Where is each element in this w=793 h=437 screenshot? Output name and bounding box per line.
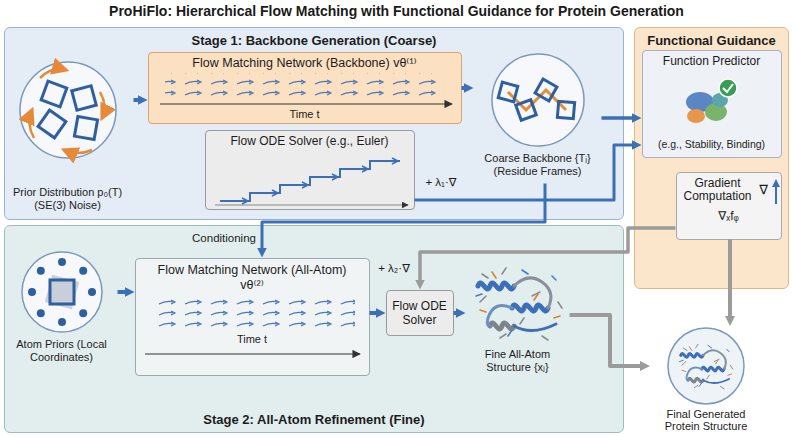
solver-box: Flow ODE Solver bbox=[386, 290, 454, 336]
backbone-frames bbox=[492, 54, 584, 146]
flow-arrow bbox=[420, 228, 676, 282]
solver-steps bbox=[215, 205, 408, 206]
prior-noise-circle bbox=[72, 86, 96, 110]
node-text: (e.g., Stability, Binding) bbox=[646, 138, 778, 151]
flow-arrow bbox=[570, 315, 643, 366]
node-label: Fine All-Atom Structure {xⱼ} bbox=[466, 348, 570, 374]
title-wrapper: ProHiFlo: Hierarchical Flow Matching wit… bbox=[0, 3, 793, 20]
flow-arrow bbox=[602, 116, 634, 120]
edge-label-wrapper: Conditioning bbox=[190, 228, 258, 246]
diagram-title: ProHiFlo: Hierarchical Flow Matching wit… bbox=[0, 3, 793, 20]
vector-field bbox=[145, 299, 360, 354]
vector-field bbox=[145, 353, 360, 354]
vector-field bbox=[165, 73, 445, 100]
node-label: Flow Matching Network (Backbone) vθ⁽¹⁾ bbox=[149, 56, 461, 71]
flow-arrow bbox=[370, 311, 378, 315]
node-label: Gradient Computation bbox=[679, 177, 757, 203]
atom-prior-circle bbox=[50, 280, 74, 304]
prior-noise-circle bbox=[20, 62, 116, 158]
node-text: ∇ₓfᵩ bbox=[679, 209, 779, 223]
gradient-arrow bbox=[772, 179, 780, 187]
protein-structure bbox=[476, 268, 562, 340]
flow-arrow bbox=[134, 98, 140, 102]
edge-label-wrapper: + λ₂·∇ bbox=[372, 258, 416, 276]
final-protein bbox=[679, 344, 732, 389]
solver-steps bbox=[215, 158, 408, 205]
node-label: Prior Distribution p₀(T) (SE(3) Noise) bbox=[2, 186, 134, 212]
edge-label: Conditioning bbox=[190, 231, 258, 245]
protein-structure bbox=[476, 268, 562, 340]
prior-noise-circle bbox=[40, 69, 66, 78]
node-text: Time t bbox=[148, 333, 357, 346]
solver-steps bbox=[242, 158, 398, 204]
prior-noise-circle bbox=[64, 150, 92, 153]
atom-prior-circle bbox=[37, 309, 45, 317]
prior-noise-circle bbox=[38, 110, 66, 138]
flow-arrow bbox=[462, 86, 466, 90]
solver-steps bbox=[220, 161, 400, 201]
backbone-frames bbox=[492, 54, 584, 146]
flow-arrow bbox=[415, 145, 634, 200]
node-label: Functional Guidance bbox=[635, 33, 788, 49]
prior-noise-circle bbox=[29, 110, 34, 138]
node-label: Flow ODE Solver bbox=[387, 299, 453, 327]
vector-field bbox=[150, 299, 355, 328]
backbone-frames bbox=[498, 82, 518, 102]
guidance-panel: Functional GuidanceFunction Predictor (e.… bbox=[634, 27, 789, 289]
prior-noise-circle bbox=[100, 92, 105, 118]
solver-box: Flow ODE Solver (e.g., Euler) bbox=[205, 130, 415, 210]
atom-prior-circle bbox=[79, 267, 87, 275]
gradient-arrow bbox=[772, 179, 780, 204]
atom-prior-circle bbox=[28, 258, 96, 326]
backbone-frames bbox=[498, 79, 574, 120]
edge-label: + λ₂·∇ bbox=[376, 261, 412, 275]
flow-arrow bbox=[262, 184, 545, 250]
vector-field bbox=[160, 73, 452, 104]
node-label: Flow ODE Solver (e.g., Euler) bbox=[206, 134, 414, 148]
stage-panel: Stage 2: All-Atom Refinement (Fine) Atom … bbox=[4, 225, 624, 433]
prior-noise-circle bbox=[20, 62, 116, 158]
atom-prior-circle bbox=[22, 252, 102, 332]
atom-prior-circle bbox=[22, 252, 102, 332]
node-label: Coarse Backbone {Tᵢ} (Residue Frames) bbox=[474, 152, 602, 178]
prior-noise-circle bbox=[74, 116, 97, 139]
predictor-icon bbox=[687, 109, 705, 123]
edge-label: + λ₁·∇ bbox=[423, 175, 458, 189]
node-text: ∇ bbox=[757, 183, 771, 196]
atom-prior-circle bbox=[88, 288, 96, 296]
flow-arrow bbox=[454, 311, 458, 315]
atom-prior-circle bbox=[58, 258, 66, 266]
prior-noise-circle bbox=[29, 69, 104, 153]
flow-arrow bbox=[118, 290, 127, 294]
node-label: Stage 1: Backbone Generation (Coarse) bbox=[5, 33, 623, 49]
edge-label-wrapper: + λ₁·∇ bbox=[418, 172, 464, 190]
flow-arrow bbox=[728, 240, 732, 319]
final-protein bbox=[668, 328, 744, 404]
prior-noise-circle bbox=[41, 81, 67, 107]
gradient-box: Gradient Computation∇ ∇ₓfᵩ bbox=[676, 172, 782, 240]
backbone-frames bbox=[557, 101, 574, 118]
atom-prior-circle bbox=[37, 267, 45, 275]
node-label: Atom Priors (Local Coordinates) bbox=[6, 338, 118, 364]
gradient-arrow bbox=[775, 185, 777, 204]
atom-prior-circle bbox=[58, 318, 66, 326]
backbone-frames bbox=[535, 79, 557, 101]
node-label: Function Predictor bbox=[646, 54, 778, 68]
node-label: Stage 2: All-Atom Refinement (Fine) bbox=[5, 412, 623, 428]
predictor-icon bbox=[719, 79, 737, 97]
atom-prior-circle bbox=[79, 309, 87, 317]
vector-field bbox=[160, 103, 452, 104]
node-label: Flow Matching Network (All-Atom) vθ⁽²⁾ bbox=[148, 263, 357, 293]
backbone-frames bbox=[516, 100, 537, 121]
node-text: Time t bbox=[149, 108, 461, 121]
atom-prior-circle bbox=[45, 275, 79, 309]
all-atom-structure: Fine All-Atom Structure {xⱼ} bbox=[466, 262, 570, 380]
atom-prior-circle bbox=[28, 288, 36, 296]
predictor-icon bbox=[723, 84, 733, 92]
node-label: Final Generated Protein Structure bbox=[650, 408, 762, 432]
final-protein bbox=[668, 328, 744, 404]
predictor-icon bbox=[686, 79, 737, 123]
prior-noise-circle bbox=[38, 81, 98, 139]
